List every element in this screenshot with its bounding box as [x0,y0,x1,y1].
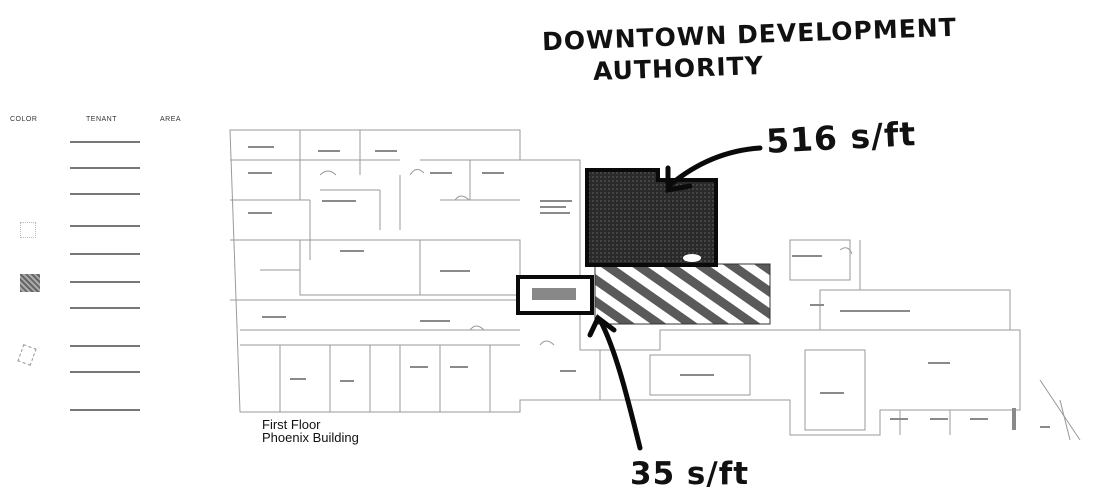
floor-title-line-2: Phoenix Building [262,430,359,445]
hatched-area [594,263,771,325]
legend-swatch-light [20,222,36,238]
arrow-to-small-suite [597,317,643,451]
legend-header-area: AREA [160,116,182,123]
plan-walls [229,129,1081,441]
legend-swatch-dark [20,274,40,292]
suite-label-blob [683,254,701,262]
highlighted-suite-large [585,168,718,267]
legend-header-tenant: TENANT [86,116,117,123]
arrow-to-large-suite [667,145,763,188]
area-annotation-small: 35 s/ft [630,456,750,492]
room-label-marks [248,146,1050,430]
arrow-head-large [665,165,693,193]
floor-title-line-1: First Floor [262,417,321,432]
arrows [587,145,763,451]
floor-title: First Floor Phoenix Building [262,418,359,444]
legend-header-color: COLOR [10,116,38,123]
small-suite-label-mark [532,288,576,300]
arrow-head-small [587,314,617,338]
